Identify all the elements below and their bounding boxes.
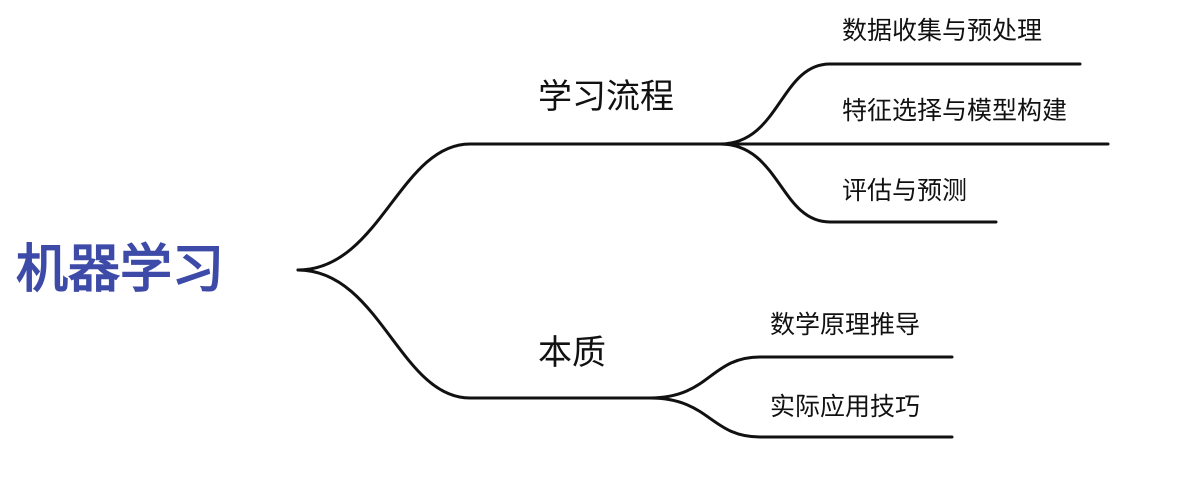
root-node-label: 机器学习 <box>16 240 225 300</box>
leaf-node-data-collection: 数据收集与预处理 <box>842 16 1043 45</box>
branch-node-learning-process: 学习流程 <box>538 77 674 117</box>
edge-learning-process-to-data-collection <box>718 62 1082 146</box>
edge-essence-to-math-derivation <box>648 355 954 400</box>
edge-root-to-essence <box>296 268 652 400</box>
edge-essence-to-practical-tips <box>648 396 954 439</box>
branch-node-essence: 本质 <box>538 333 606 373</box>
leaf-node-practical-tips: 实际应用技巧 <box>770 392 921 421</box>
edge-root-to-learning-process <box>296 142 722 272</box>
leaf-node-evaluation: 评估与预测 <box>842 176 968 205</box>
leaf-node-math-derivation: 数学原理推导 <box>770 310 921 339</box>
edge-learning-process-to-evaluation <box>718 142 998 224</box>
leaf-node-feature-selection: 特征选择与模型构建 <box>842 96 1068 125</box>
